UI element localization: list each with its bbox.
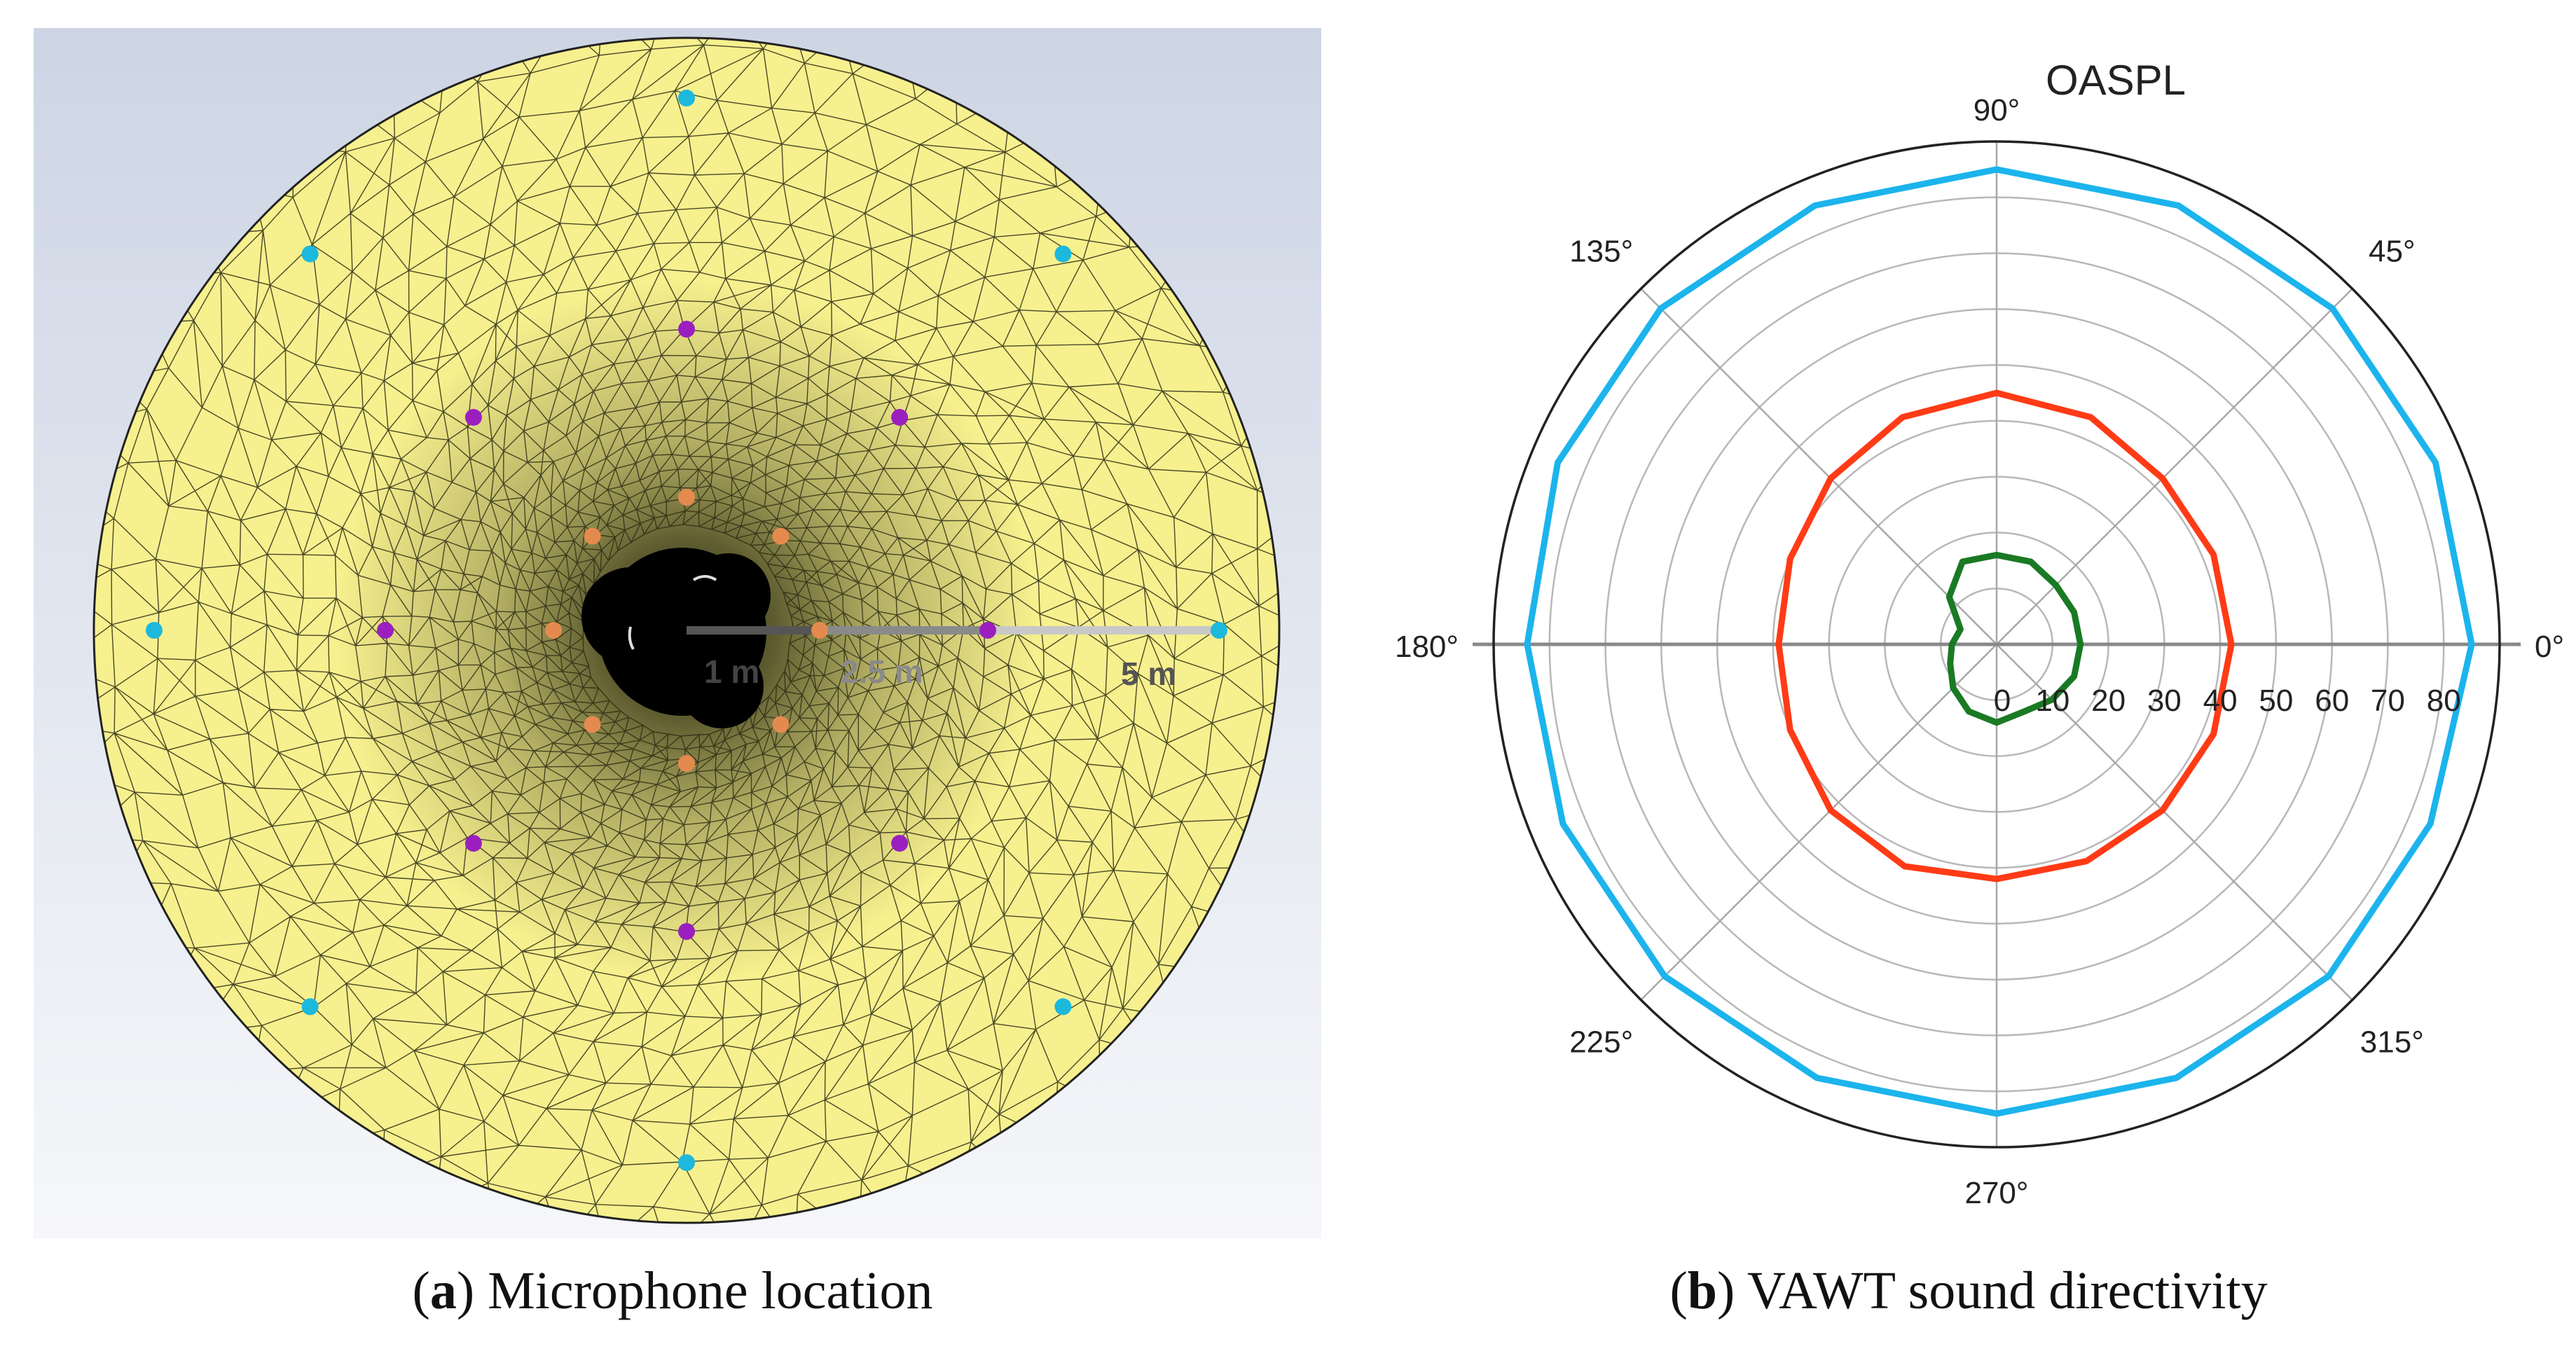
- radial-tick-label: 30: [2147, 684, 2182, 718]
- grid-spoke: [1640, 288, 1997, 645]
- radial-tick-label: 70: [2371, 684, 2405, 718]
- grid-spoke: [1996, 644, 2353, 1001]
- caption-b-tag: b: [1687, 1261, 1718, 1320]
- rotor-lobe: [680, 644, 764, 728]
- polar-series-line-1: [1524, 166, 2475, 1117]
- microphone-point: [772, 527, 790, 545]
- blade-highlight: [692, 575, 717, 581]
- microphone-point: [678, 489, 695, 506]
- microphone-points: [146, 90, 1227, 1171]
- microphone-point: [891, 835, 909, 852]
- caption-panel-b: (b) VAWT sound directivity: [1597, 1261, 2340, 1322]
- microphone-point: [891, 408, 909, 426]
- radial-tick-label: 80: [2427, 684, 2461, 718]
- microphone-point: [678, 321, 695, 338]
- rotor-lobe: [687, 553, 771, 637]
- grid-spoke: [1996, 288, 2353, 645]
- microphone-point: [772, 716, 790, 733]
- caption-a-tag: a: [429, 1261, 457, 1320]
- angle-tick-label: 270°: [1964, 1176, 2028, 1210]
- microphone-point: [301, 998, 319, 1016]
- rotor-lobe: [581, 567, 680, 665]
- angle-tick-label: 315°: [2360, 1025, 2424, 1059]
- radial-tick-label: 0: [1994, 684, 2011, 718]
- microphone-point: [464, 408, 482, 426]
- polar-labels: 0° 45° 90° 135° 180° 225° 270° 315° 0 10 20 30 40 50 6…: [1395, 93, 2564, 1210]
- radial-tick-label: 10: [2035, 684, 2069, 718]
- angle-tick-label: 45°: [2369, 235, 2416, 269]
- blade-highlight: [628, 626, 635, 650]
- microphone-point: [377, 622, 394, 639]
- radius-label: 1 m: [704, 653, 759, 690]
- microphone-point: [678, 1154, 695, 1171]
- caption-b-open: (: [1669, 1261, 1688, 1320]
- grid-spoke: [1640, 644, 1997, 1001]
- polar-series-line-2: [1775, 389, 2235, 882]
- microphone-point: [678, 90, 695, 106]
- microphone-point: [584, 527, 601, 545]
- microphone-point: [678, 923, 695, 940]
- polar-outer-ring: [1492, 140, 2501, 1149]
- chart-title: OASPL: [2046, 57, 2186, 104]
- microphone-point: [811, 622, 828, 639]
- radial-tick-label: 60: [2315, 684, 2349, 718]
- polar-series: [1524, 166, 2475, 1117]
- radial-tick-label: 20: [2091, 684, 2126, 718]
- microphone-point: [301, 245, 319, 263]
- caption-b-text: ) VAWT sound directivity: [1717, 1261, 2268, 1320]
- polar-grid: [1473, 140, 2521, 1149]
- radial-tick-label: 50: [2259, 684, 2293, 718]
- radial-tick-label: 40: [2203, 684, 2238, 718]
- panel-b-sound-directivity: 0° 45° 90° 135° 180° 225° 270° 315° 0 10 20 30 40 50 6…: [1395, 57, 2564, 1210]
- microphone-point: [584, 716, 601, 733]
- angle-tick-label: 225°: [1569, 1025, 1633, 1059]
- radius-label: 2.5 m: [841, 653, 923, 690]
- polar-series-line-3: [1945, 551, 2084, 726]
- microphone-point: [979, 622, 996, 639]
- microphone-point: [545, 622, 562, 639]
- microphone-point: [1054, 245, 1072, 263]
- microphone-point: [1054, 998, 1072, 1016]
- panel-a-microphone-location: 1 m 2.5 m 5 m: [34, 28, 1321, 1238]
- angle-tick-label: 135°: [1569, 235, 1633, 269]
- microphone-point: [146, 622, 163, 639]
- angle-tick-label: 0°: [2535, 630, 2564, 664]
- caption-a-text: ) Microphone location: [456, 1261, 933, 1320]
- microphone-point: [1211, 622, 1227, 639]
- radius-label: 5 m: [1121, 656, 1176, 692]
- radius-labels: 1 m 2.5 m 5 m: [704, 653, 1176, 692]
- caption-panel-a: (a) Microphone location: [336, 1261, 1009, 1322]
- microphone-point: [464, 835, 482, 852]
- microphone-point: [678, 755, 695, 772]
- angle-tick-label: 180°: [1395, 630, 1459, 664]
- turbine-rotor: [581, 548, 771, 728]
- angle-tick-label: 90°: [1974, 93, 2020, 127]
- caption-a-open: (: [412, 1261, 430, 1320]
